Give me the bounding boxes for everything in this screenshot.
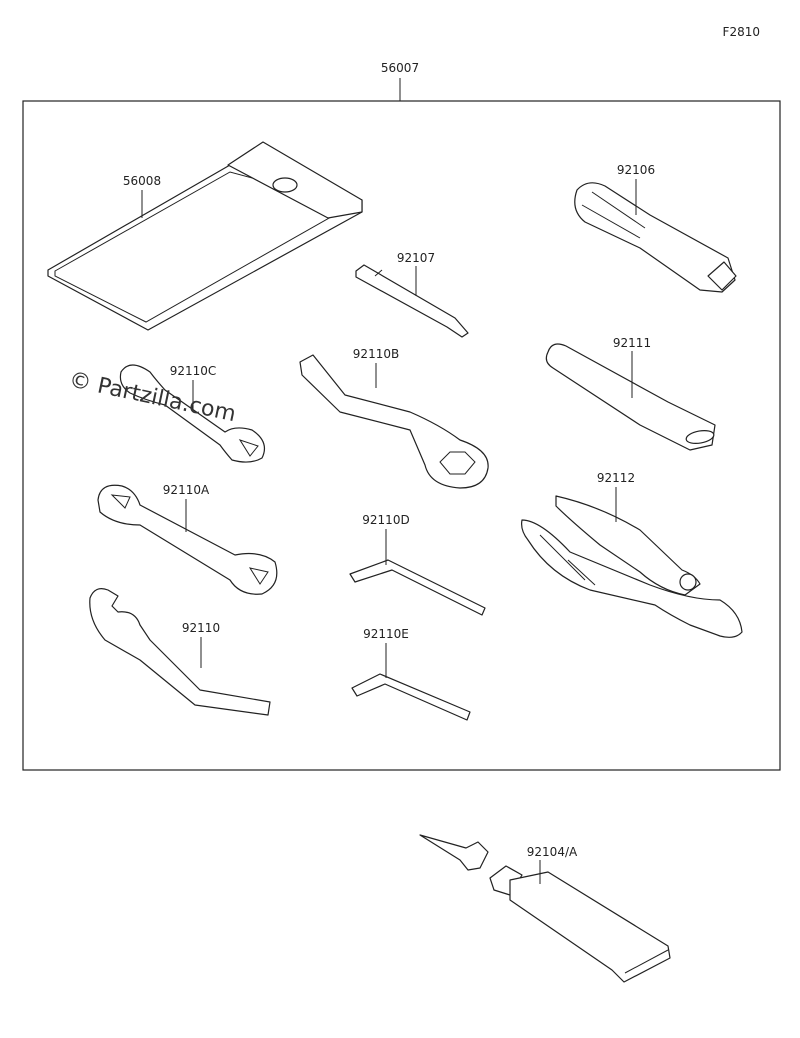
hook-spanner[interactable] [89,588,271,716]
label-bag[interactable]: 56008 [123,174,161,188]
label-hook-spanner[interactable]: 92110 [182,621,220,635]
label-open-wrench[interactable]: 92110A [163,483,210,497]
label-hex-key-d[interactable]: 92110D [362,513,409,527]
kit-label[interactable]: 56007 [381,61,419,75]
open-wrench[interactable] [97,484,278,595]
label-pliers[interactable]: 92112 [597,471,635,485]
label-screwdriver-bit[interactable]: 92107 [397,251,435,265]
figure-code: F2810 [723,25,760,39]
grease-tube[interactable] [419,834,671,983]
hex-key-d[interactable] [349,559,486,616]
label-hex-key-e[interactable]: 92110E [363,627,409,641]
extension-pipe[interactable] [545,343,716,451]
label-grease-tube[interactable]: 92104/A [527,845,578,859]
label-small-wrench[interactable]: 92110C [170,364,217,378]
box-wrench[interactable] [299,354,489,489]
small-wrench[interactable] [119,364,265,463]
hex-key-e[interactable] [351,673,471,721]
label-screwdriver-handle[interactable]: 92106 [617,163,655,177]
label-extension-pipe[interactable]: 92111 [613,336,651,350]
screwdriver-bit[interactable] [355,264,469,338]
tool-bag[interactable] [47,141,363,331]
label-box-wrench[interactable]: 92110B [353,347,399,361]
screwdriver-handle[interactable] [574,182,737,293]
kit-frame [22,100,781,771]
pliers[interactable] [521,495,743,638]
